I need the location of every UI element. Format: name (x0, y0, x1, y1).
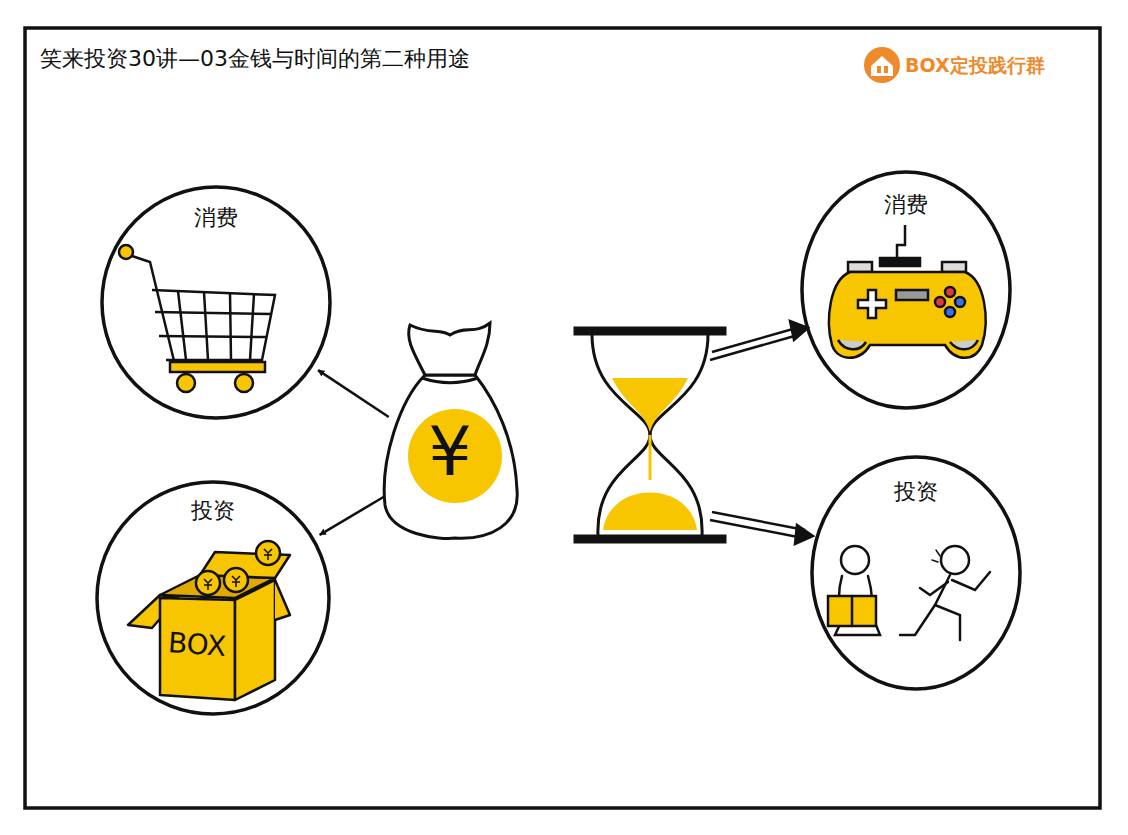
category-circle: 消费 (800, 170, 1012, 410)
logo-text: BOX定投践行群 (905, 53, 1045, 79)
arrow-connector (318, 370, 389, 417)
cart-icon (119, 245, 275, 392)
category-circle: 投资 (810, 455, 1022, 691)
node-label: 消费 (800, 194, 1012, 216)
people-icon (828, 546, 990, 640)
category-circle: 投资 (95, 480, 331, 716)
money-bag: ¥ (380, 320, 520, 542)
arrow-connector (320, 495, 388, 535)
logo-icon (864, 47, 900, 83)
node-label: 投资 (95, 500, 331, 522)
node-label: 投资 (810, 481, 1022, 503)
hourglass-icon (575, 328, 725, 542)
title: 笑来投资30讲—03金钱与时间的第二种用途 (40, 44, 470, 74)
currency-symbol: ¥ (380, 418, 520, 486)
node-label: 消费 (100, 207, 332, 229)
frame (25, 28, 1100, 808)
box-icon (128, 541, 290, 700)
gamepad-icon (829, 225, 986, 358)
box-text: BOX (167, 626, 227, 663)
hourglass-arrow (710, 321, 813, 544)
category-circle: 消费 (100, 185, 332, 420)
